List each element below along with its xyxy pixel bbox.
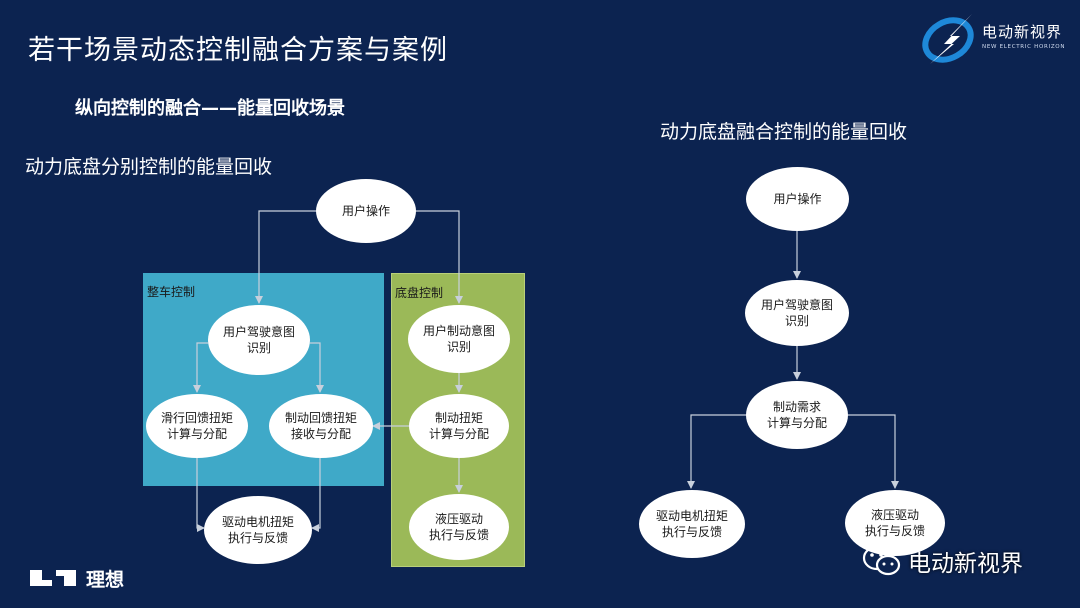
arrow-regen-to-motor (311, 458, 321, 532)
node-drive-intent: 用户驾驶意图 识别 (208, 305, 310, 375)
chassis-control-label: 底盘控制 (395, 286, 444, 300)
arrow-r-demand-to-motor (687, 414, 746, 489)
node-hydraulic-exec: 液压驱动 执行与反馈 (409, 494, 509, 560)
page-title: 若干场景动态控制融合方案与案例 (28, 35, 448, 66)
brand-name: 理想 (86, 568, 125, 591)
left-section-title: 动力底盘分别控制的能量回收 (25, 156, 273, 178)
node-brake-regen: 制动回馈扭矩 接收与分配 (269, 394, 373, 458)
node-r-motor-exec: 驱动电机扭矩 执行与反馈 (639, 490, 745, 558)
node-motor-exec: 驱动电机扭矩 执行与反馈 (204, 496, 312, 564)
node-user-operation: 用户操作 (316, 179, 416, 243)
li-auto-logo-icon (30, 570, 76, 586)
lightning-logo-icon (922, 14, 974, 64)
arrow-user-to-brake-intent (416, 210, 463, 304)
node-r-user-operation: 用户操作 (746, 167, 849, 231)
logo-tagline: NEW ELECTRIC HORIZON (982, 44, 1066, 50)
node-brake-intent: 用户制动意图 识别 (408, 305, 510, 373)
vehicle-control-label: 整车控制 (147, 285, 196, 299)
right-section-title: 动力底盘融合控制的能量回收 (660, 121, 908, 143)
logo-name: 电动新视界 (982, 23, 1063, 41)
arrow-user-to-drive-intent (255, 210, 316, 304)
arrow-drive-intent-to-coast (193, 342, 208, 393)
node-brake-torque: 制动扭矩 计算与分配 (409, 394, 509, 458)
brand-logo: 理想 (28, 565, 124, 591)
node-r-drive-intent: 用户驾驶意图 识别 (745, 280, 849, 346)
node-coast-torque: 滑行回馈扭矩 计算与分配 (146, 394, 248, 458)
arrow-coast-to-motor (196, 458, 205, 532)
node-r-brake-demand: 制动需求 计算与分配 (746, 381, 848, 449)
arrow-drive-intent-to-regen (310, 342, 324, 393)
wechat-name: 电动新视界 (908, 551, 1023, 577)
arrow-r-demand-to-hydraulic (848, 414, 899, 489)
node-r-hydraulic-exec: 液压驱动 执行与反馈 (845, 490, 945, 556)
page-subtitle: 纵向控制的融合——能量回收场景 (75, 98, 345, 119)
